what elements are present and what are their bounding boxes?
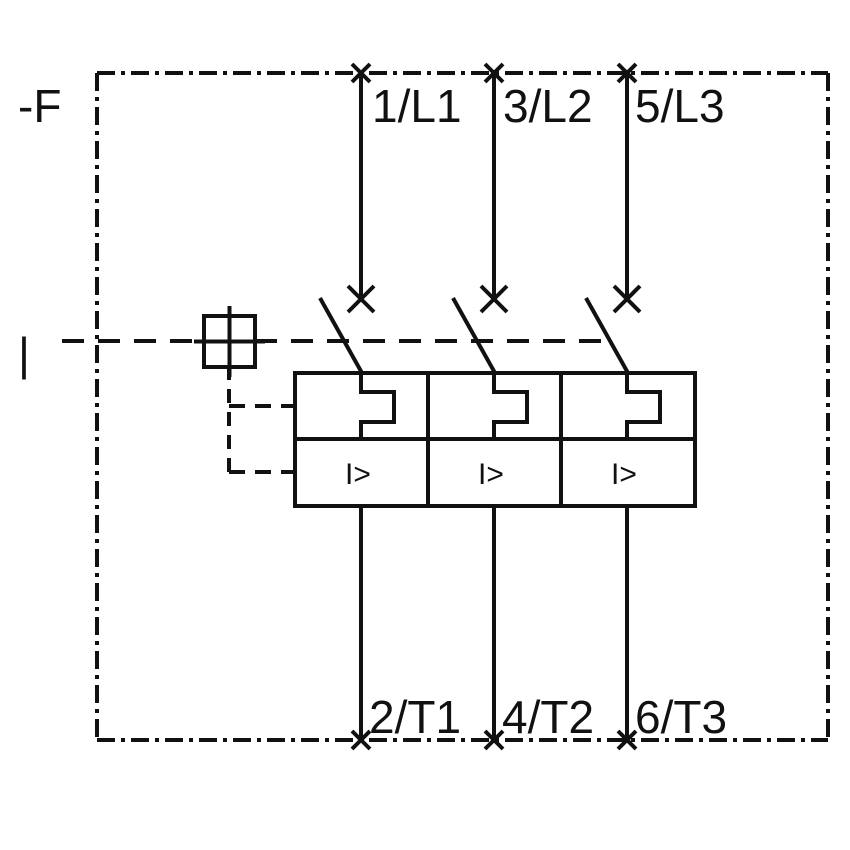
terminal-label-bottom-3: 6/T3 (635, 691, 727, 743)
x-mark-icon (346, 284, 376, 314)
x-mark-icon (350, 62, 372, 84)
terminal-label-bottom-1: 2/T1 (369, 691, 461, 743)
operating-mark: | (18, 328, 30, 380)
x-mark-icon (483, 729, 505, 751)
square-cross-icon (194, 306, 265, 377)
thermal-release-icon (625, 373, 662, 439)
terminal-label-top-3: 5/L3 (635, 80, 725, 132)
x-mark-icon (479, 284, 509, 314)
x-mark-icon (612, 284, 642, 314)
x-mark-icon (616, 729, 638, 751)
trip-symbol-1: I> (345, 458, 371, 491)
device-frame (95, 71, 830, 742)
pole-2 (451, 62, 529, 751)
mechanical-link (62, 339, 612, 474)
x-mark-icon (616, 62, 638, 84)
terminal-label-top-1: 1/L1 (372, 80, 462, 132)
terminal-label-bottom-2: 4/T2 (502, 691, 594, 743)
pole-1 (318, 62, 396, 751)
thermal-release-icon (492, 373, 529, 439)
x-mark-icon (350, 729, 372, 751)
pole-3 (584, 62, 662, 751)
terminal-label-top-2: 3/L2 (503, 80, 593, 132)
switch-contact-icon (318, 297, 364, 374)
thermal-release-icon (359, 373, 396, 439)
x-mark-icon (483, 62, 505, 84)
trip-symbol-3: I> (611, 458, 637, 491)
switch-contact-icon (584, 297, 630, 374)
switch-contact-icon (451, 297, 497, 374)
trip-symbol-2: I> (478, 458, 504, 491)
device-label: -F (18, 80, 61, 132)
